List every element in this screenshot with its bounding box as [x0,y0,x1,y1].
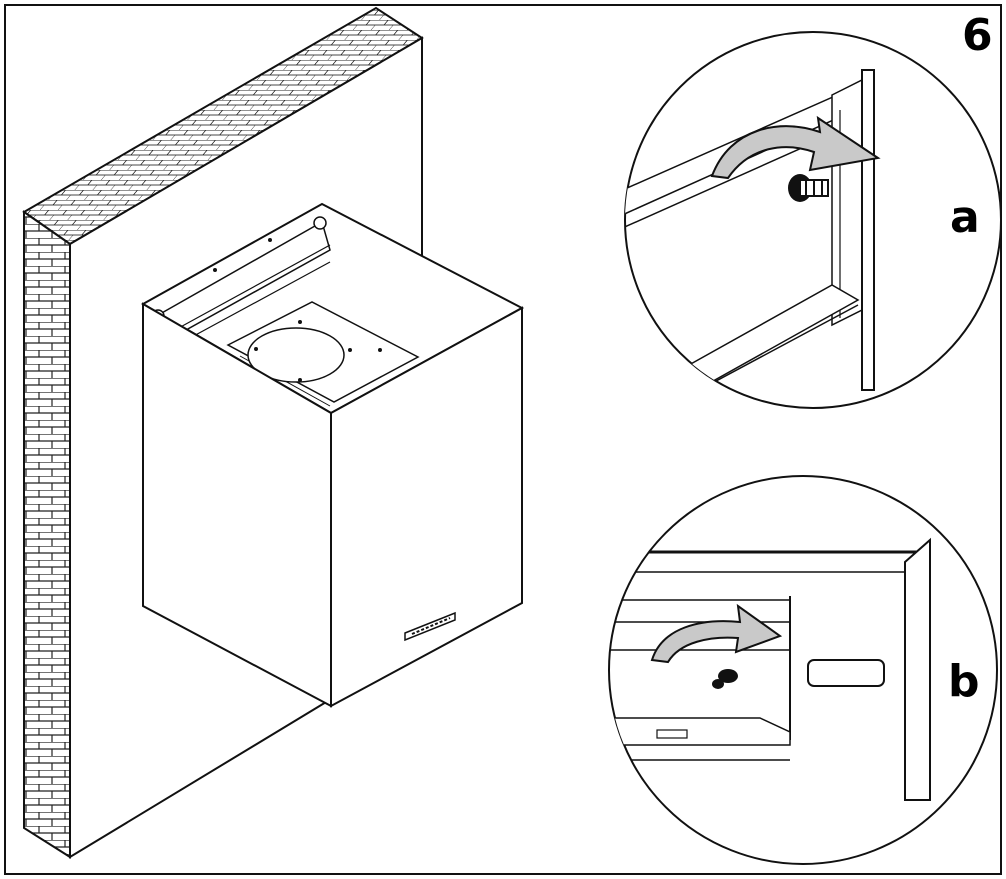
screw-icon [788,174,829,202]
detail-b-label: b [948,656,980,707]
detail-b: b [608,475,998,865]
screw-icon [712,669,738,689]
detail-a-label: a [950,192,980,243]
screw-icon [313,216,327,230]
control-panel [404,611,456,642]
curved-arrow-icon [710,115,881,180]
curved-arrow-icon [650,603,783,664]
detail-a: a [624,31,1002,409]
mounting-slot [807,659,885,687]
hood-box [140,202,525,708]
step-number: 6 [962,10,993,61]
duct-opening [247,327,345,383]
